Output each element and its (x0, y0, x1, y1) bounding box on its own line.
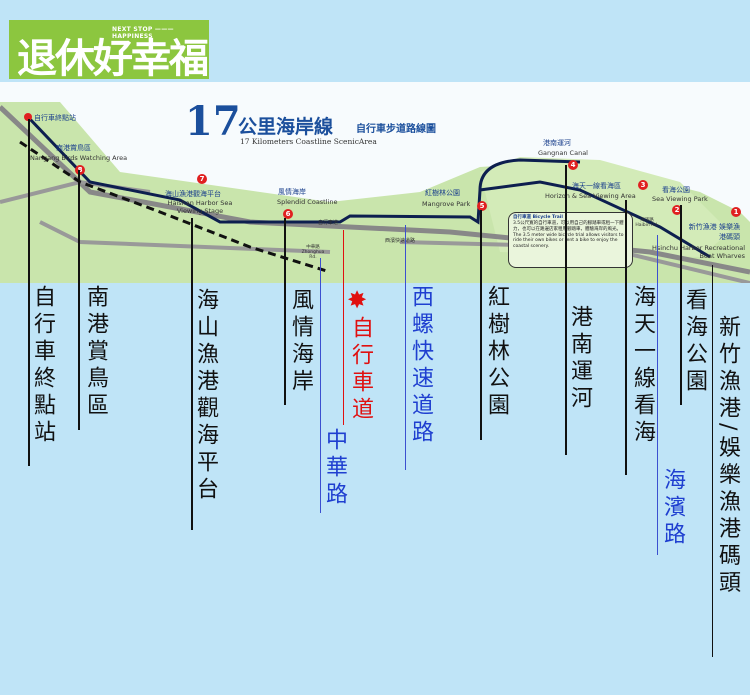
leader-line (712, 265, 713, 657)
infobox-en: The 3.5 meter wide bicycle trial allows … (513, 232, 624, 250)
marker-3: 3 (638, 180, 648, 190)
label-fengqing: 風情海岸 (288, 288, 313, 396)
zhonghua-road-label: 中華路 Zhonghua Rd. (301, 245, 325, 260)
label-harbor: 新竹漁港/娛樂漁港碼頭 (715, 315, 740, 598)
leader-line (625, 200, 627, 475)
label-nangang: 南港賞鳥區 (83, 285, 108, 420)
leader-line (78, 170, 80, 430)
map-title-number: 17 (185, 98, 241, 145)
canal-en: Gangnan Canal (538, 149, 588, 157)
canal-label: 港南運河 (543, 139, 571, 147)
harbor-en: Hsinchu Harbor Recreational Boat Wharves (651, 244, 745, 260)
leader-line (28, 119, 30, 466)
map-title: 公里海岸線 (238, 116, 334, 138)
fengqing-label: 風情海岸 (278, 188, 306, 196)
leader-line (657, 235, 658, 555)
label-bike-trail: 自行車道 (348, 316, 373, 424)
label-seapark: 看海公園 (682, 288, 707, 396)
bicycle-trail-infobox: 自行車道 Bicycle Trail 3.5公尺寬的自行車道，可以用自己的腳踏車… (508, 212, 633, 268)
label-mangrove: 紅樹林公園 (484, 285, 509, 420)
bike-route (26, 115, 711, 259)
starburst-icon: ✸ (347, 286, 368, 314)
label-xiluo: 西螺快速道路 (408, 285, 433, 447)
fengqing-en: Splendid Coastline (277, 198, 338, 206)
label-haishan: 海山漁港觀海平台 (193, 288, 218, 504)
haishan-label: 海山漁港觀海平台 (165, 190, 221, 198)
leader-line (343, 230, 344, 425)
leader-line (320, 258, 321, 513)
terminal-marker (24, 113, 32, 121)
leader-line (405, 225, 406, 470)
marker-1: 1 (731, 207, 741, 217)
nangang-en: Nangang Birds Watching Area (30, 154, 128, 162)
mangrove-label: 紅樹林公園 (425, 189, 460, 197)
marker-4: 4 (568, 160, 578, 170)
logo: 退休好幸福 NEXT STOP ——— HAPPINESS (9, 20, 209, 82)
bike-route-loop (478, 158, 581, 191)
harbor-label: 新竹漁港 娛樂漁港碼頭 (688, 223, 740, 241)
marker-2: 2 (672, 205, 682, 215)
route-map: 17 公里海岸線 自行車步道路線圖 17 Kilometers Coastlin… (0, 82, 750, 283)
leader-line (565, 165, 567, 455)
marker-6: 6 (283, 209, 293, 219)
seapark-label: 看海公園 (662, 186, 690, 194)
label-horizon: 海天一線看海 (630, 285, 655, 447)
terminal-label: 自行車終點站 (34, 114, 76, 122)
horizon-en: Horizon & Sea Viewing Area (545, 192, 636, 200)
haibin-road-label: 海濱路 Haibin Rd. (635, 218, 659, 228)
label-canal: 港南運河 (567, 305, 592, 413)
leader-line (680, 205, 682, 405)
railway (19, 140, 331, 274)
haishan-en: Haishan Harbor Sea Viewing Stage (167, 199, 233, 215)
logo-text: 退休好幸福 (17, 36, 209, 82)
nangang-label: 南港賞鳥區 (56, 144, 91, 152)
map-subtitle: 自行車步道路線圖 (356, 124, 436, 135)
marker-5: 5 (477, 201, 487, 211)
mangrove-en: Mangrove Park (422, 200, 471, 208)
marker-8: 8 (75, 165, 85, 175)
road-main (0, 105, 750, 275)
leader-line (480, 210, 482, 440)
horizon-label: 海天一線看海區 (572, 182, 621, 190)
marker-7: 7 (197, 174, 207, 184)
label-zhonghua: 中華路 (322, 428, 347, 509)
seapark-en: Sea Viewing Park (652, 195, 708, 203)
map-title-en: 17 Kilometers Coastline ScenicArea (240, 137, 377, 146)
infobox-title: 自行車道 Bicycle Trail (513, 215, 563, 220)
leader-line (191, 218, 193, 530)
logo-tagline: NEXT STOP ——— HAPPINESS (112, 26, 174, 40)
bike-road-label: 自行車道 (318, 220, 339, 226)
label-terminal: 自行車終點站 (30, 285, 55, 447)
leader-line (284, 218, 286, 405)
label-haibin: 海濱路 (660, 468, 685, 549)
xiluo-road-label: 西濱快速道路 (385, 238, 416, 244)
infobox-zh: 3.5公尺寬的自行車道，可以用自己的腳踏車或租一下體力，也可以在路邊店家租用腳踏… (513, 220, 624, 232)
